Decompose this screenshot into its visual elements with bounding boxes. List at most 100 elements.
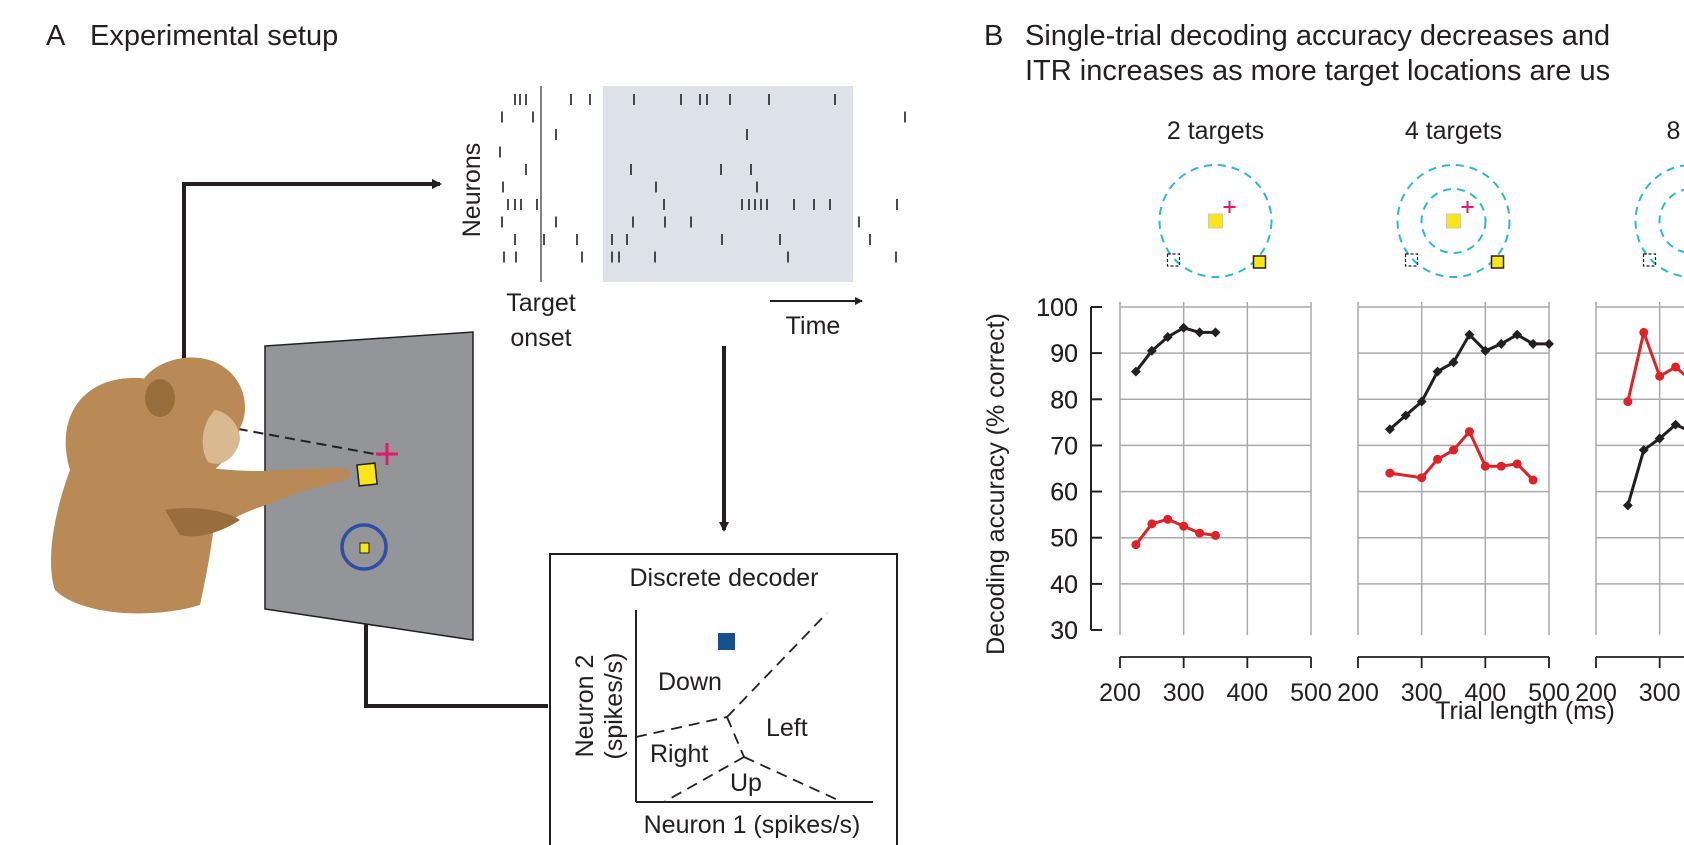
data-point	[1464, 329, 1475, 340]
region-left-label: Left	[766, 714, 808, 742]
chart-2: 4 targets 30 40 50 60 70 80 90 100 200 300 400 500	[1036, 117, 1570, 707]
gaze-line	[221, 425, 381, 456]
x-tick-label: 300	[1639, 679, 1681, 707]
data-point	[1622, 500, 1633, 511]
series-line	[1388, 333, 1549, 431]
data-point	[1512, 329, 1523, 340]
raster-ylabel: Neurons	[458, 143, 486, 238]
y-axis-label: Decoding accuracy (% correct)	[982, 313, 1010, 655]
region-down-label: Down	[658, 668, 722, 696]
data-point	[1163, 514, 1173, 524]
x-tick-label: 500	[1528, 679, 1570, 707]
y-tick-label: 50	[1050, 525, 1078, 553]
data-point	[1528, 475, 1538, 485]
data-point	[1147, 519, 1157, 529]
x-tick-label: 400	[1226, 679, 1268, 707]
data-point	[1448, 357, 1459, 368]
chart-title: 2 targets	[1167, 117, 1264, 145]
chart-title: 8 tar	[1666, 117, 1684, 145]
target-layout-icon	[1634, 164, 1684, 278]
x-tick-label: 300	[1401, 679, 1443, 707]
y-axis: 30 40 50 60 70 80 90 100	[1036, 294, 1102, 645]
panel-b: B Single-trial decoding accuracy decreas…	[982, 20, 1684, 725]
data-point	[1131, 540, 1141, 550]
data-point	[1528, 338, 1539, 349]
y-tick-label: 80	[1050, 386, 1078, 414]
data-point	[1480, 345, 1491, 356]
data-point	[1130, 366, 1141, 377]
series-line	[1626, 423, 1684, 506]
panel-b-title-line2: ITR increases as more target locations a…	[1025, 55, 1610, 87]
spike-raster	[499, 94, 906, 263]
data-point	[1178, 322, 1189, 333]
data-point	[1384, 424, 1395, 435]
y-tick-label: 70	[1050, 432, 1078, 460]
chart-1: 2 targets 30 40 50 60 70 80 90 100 200 300 400 500	[1036, 117, 1332, 707]
data-point	[1512, 459, 1522, 469]
data-point	[1654, 433, 1665, 444]
y-tick-label: 70	[1050, 432, 1078, 460]
decoder-box	[549, 553, 898, 845]
data-point	[1194, 327, 1205, 338]
y-tick-label: 40	[1050, 571, 1078, 599]
y-tick-label: 40	[1050, 571, 1078, 599]
x-tick-label: 300	[1163, 679, 1205, 707]
series-line	[1134, 326, 1216, 373]
y-tick-label: 100	[1036, 294, 1078, 322]
arrow-to-raster	[182, 179, 442, 360]
data-point	[1638, 445, 1649, 455]
decoded-state-marker	[718, 633, 735, 650]
panel-a-letter: A	[46, 20, 66, 52]
region-right-label: Right	[650, 740, 708, 768]
data-point	[1496, 338, 1507, 349]
decoder-xlabel: Neuron 1 (spikes/s)	[644, 811, 861, 839]
data-point	[1210, 327, 1221, 338]
data-point	[1464, 427, 1474, 437]
decoder-ylabel-line2: (spikes/s)	[600, 653, 628, 760]
decoder-title: Discrete decoder	[630, 564, 819, 592]
data-series	[1385, 427, 1538, 485]
reach-target	[356, 462, 378, 487]
chart-title: 4 targets	[1405, 117, 1502, 145]
target-layout-icon	[1396, 164, 1511, 278]
data-series	[1623, 327, 1684, 407]
y-tick-label: 90	[1050, 340, 1078, 368]
data-point	[1670, 419, 1681, 430]
y-tick-label: 50	[1050, 525, 1078, 553]
raster-plot: Neurons Target onset Time	[458, 86, 906, 352]
fixation-cross-icon	[376, 443, 398, 465]
data-point	[1211, 530, 1220, 540]
data-point	[1671, 362, 1681, 372]
data-point	[1480, 461, 1490, 471]
panel-b-title-line1: Single-trial decoding accuracy decreases…	[1025, 20, 1610, 52]
chart-3: 8 tar 200 300	[1575, 117, 1684, 707]
y-tick-label: 30	[1050, 617, 1078, 645]
x-tick-label: 200	[1337, 679, 1379, 707]
x-tick-label: 200	[1575, 679, 1617, 707]
decoder-ylabel-line1: Neuron 2	[571, 655, 599, 758]
x-tick-label: 500	[1290, 679, 1332, 707]
decoded-target	[359, 542, 370, 554]
arrow-to-screen	[361, 586, 548, 708]
x-tick-label: 200	[1099, 679, 1141, 707]
x-axis: 200 300 400 500	[1099, 656, 1332, 707]
data-point	[1449, 445, 1458, 455]
y-tick-label: 100	[1036, 294, 1078, 322]
data-series	[1131, 514, 1220, 550]
y-tick-label: 60	[1050, 479, 1078, 507]
monkey-illustration	[50, 357, 351, 614]
data-series	[1384, 329, 1554, 435]
data-series	[1622, 419, 1684, 511]
data-point	[1655, 371, 1665, 381]
data-point	[1195, 528, 1205, 538]
onset-label-line2: onset	[510, 324, 571, 352]
data-point	[1400, 410, 1411, 421]
region-up-label: Up	[730, 769, 762, 797]
data-point	[1162, 332, 1173, 342]
panel-b-letter: B	[984, 20, 1003, 52]
data-point	[1417, 473, 1427, 483]
data-point	[1496, 461, 1506, 471]
data-point	[1433, 454, 1443, 464]
